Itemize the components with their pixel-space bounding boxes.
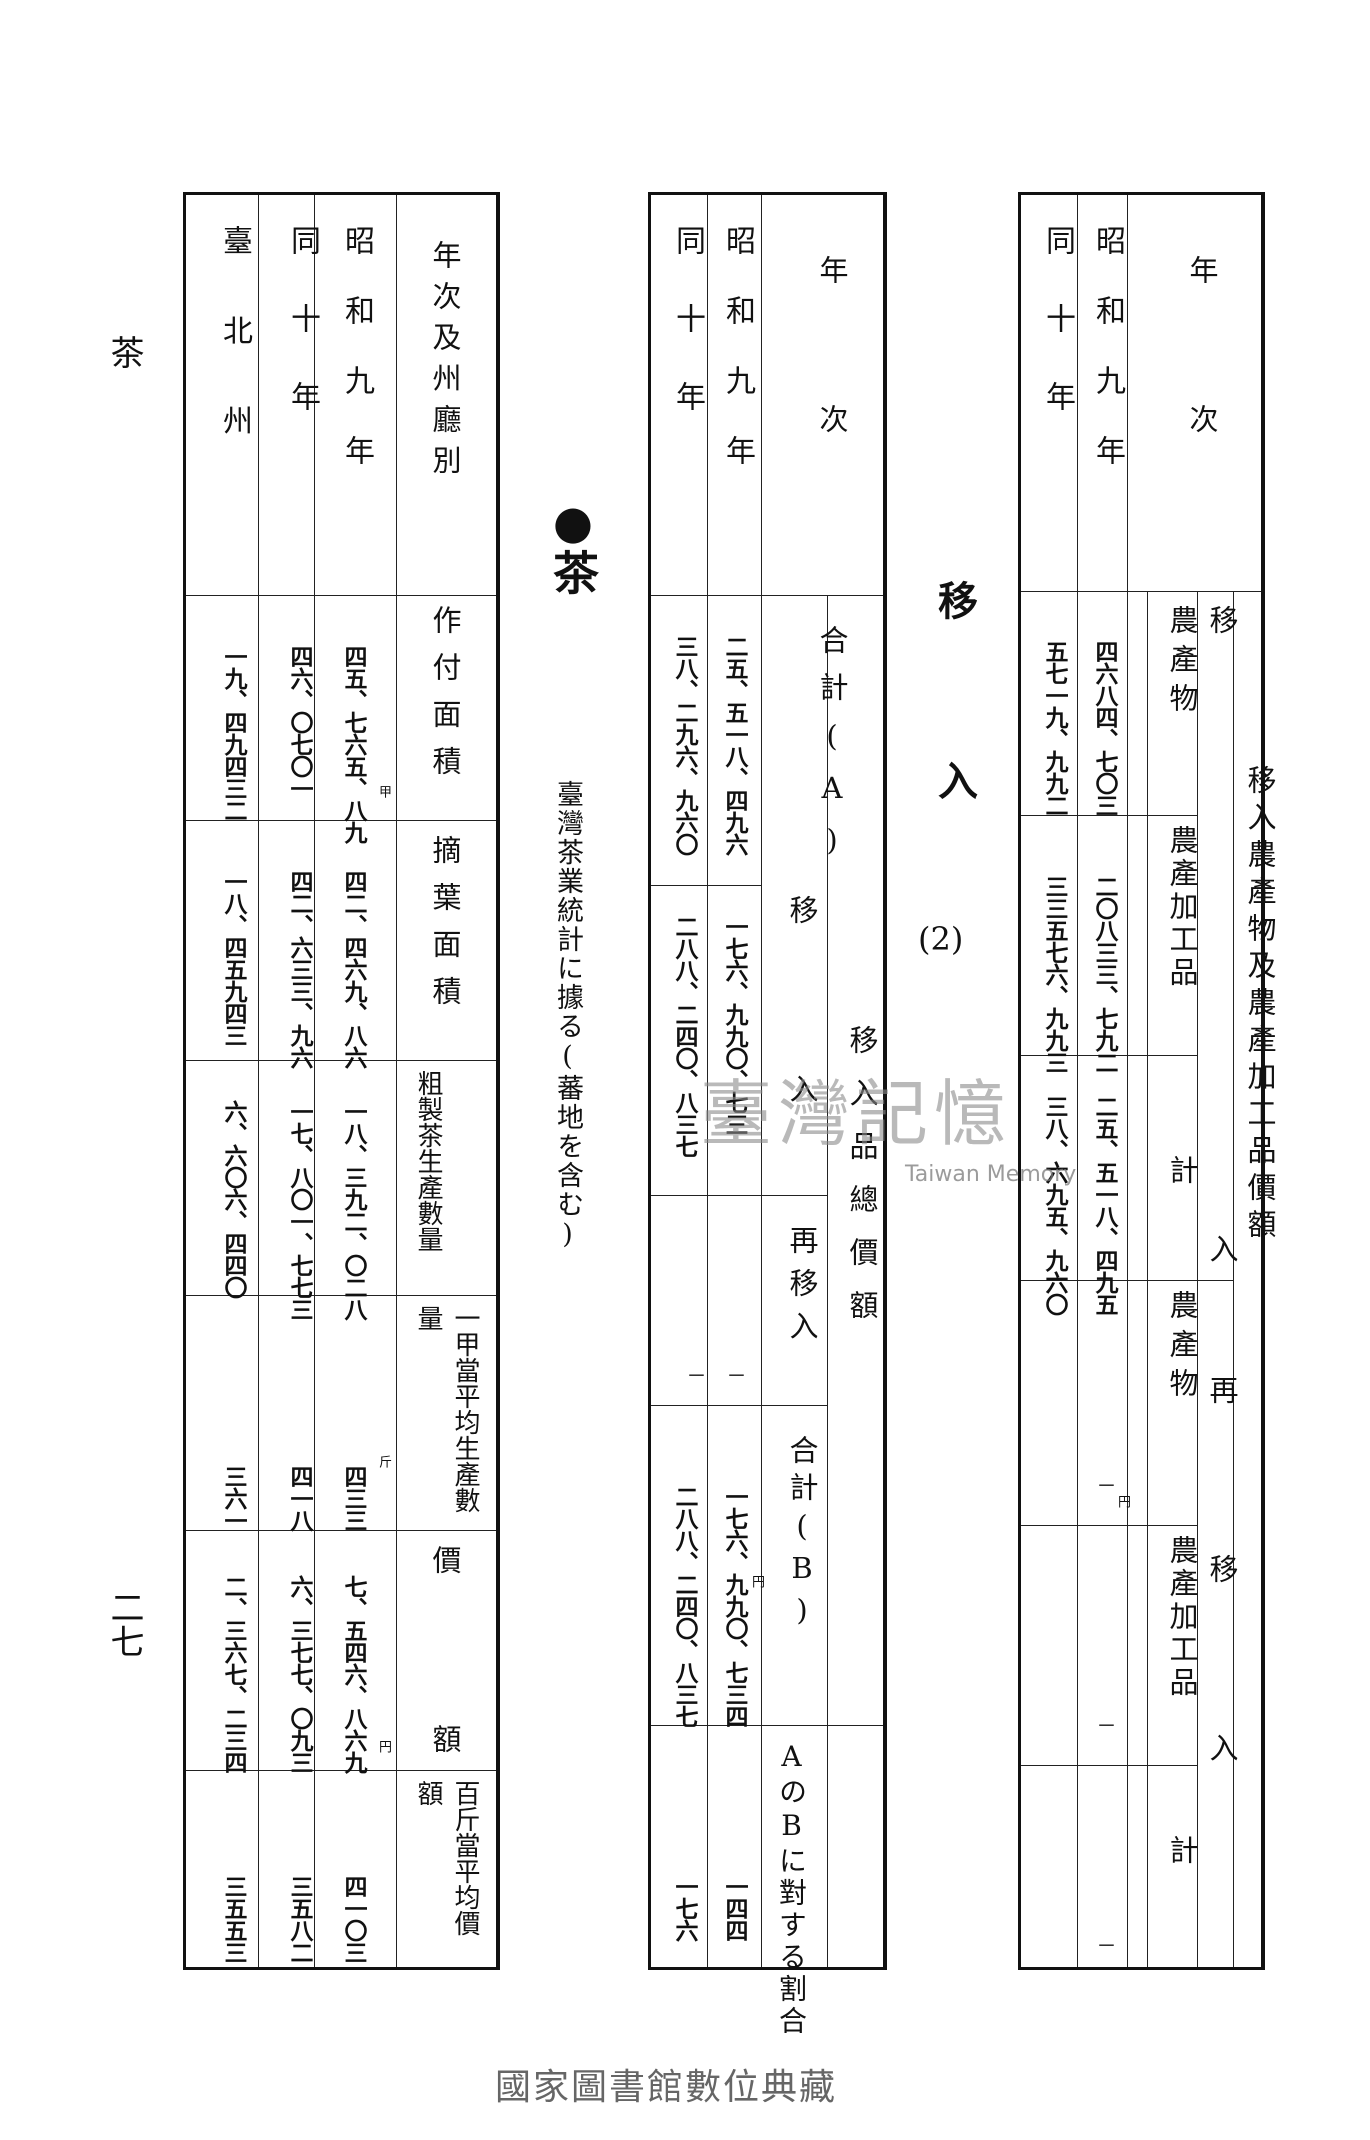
header-re-farm: 農產物 (1165, 1290, 1199, 1407)
row-name: 同十年 (285, 225, 320, 459)
cell-value: 七、五四六、八六九 (340, 1575, 366, 1773)
header-total: 計 (1165, 1155, 1199, 1194)
row-year: 昭和九年 (720, 225, 755, 505)
header-processed: 農產加工品 (1165, 825, 1199, 990)
row-year: 同十年 (670, 225, 705, 459)
header-farm: 農產物 (1165, 605, 1199, 722)
tea-note: 臺灣茶業統計に據る(蕃地を含む) (552, 780, 583, 1252)
header-year: 年次 (1185, 255, 1219, 553)
cell-value: 一七六、九九〇、七三四 (721, 1485, 747, 1727)
cell-value: 三五八二 (286, 1875, 312, 1963)
row-year: 同十年 (1040, 225, 1075, 459)
cell-dash: － (723, 1365, 747, 1385)
row-year: 昭和九年 (1090, 225, 1125, 505)
header-year: 年次 (815, 255, 849, 553)
tea-title: ●茶 (546, 495, 600, 595)
cell-value: 二五、五一八、四九五 (1091, 1095, 1117, 1315)
watermark-english: Taiwan Memory (905, 1162, 1077, 1187)
row-name: 臺北州 (217, 225, 252, 495)
header-re-total: 計 (1165, 1835, 1199, 1874)
header-import: 移入 (1205, 605, 1239, 1863)
unit-label: 円 (376, 1740, 391, 1753)
cell-value: 三五五三 (220, 1875, 246, 1963)
header-reimport: 再移入 (1205, 1375, 1239, 1912)
import-table: 年次 移入農產物及農產加工品價額 移入 農產物 農產加工品 計 再移入 農產物 … (1018, 192, 1277, 1970)
ratio-table: 年次 合計(A) 移入品總價額 移入 再移入 合計(B) AのBに對する割合 昭… (648, 192, 887, 2038)
footer-credit: 國家圖書館數位典藏 (495, 2067, 838, 2108)
cell-value: 一九、四九四三二 (220, 645, 246, 821)
section-title: 移入 (931, 580, 978, 940)
header-per-ko: 一甲當平均生產數量 (413, 1305, 480, 1513)
watermark-logo-text: 臺灣記憶 (700, 1072, 1013, 1156)
cell-value: 三八、六九五、九六〇 (1041, 1095, 1067, 1315)
page-number: 二七 (104, 1590, 144, 1658)
row-name: 昭和九年 (339, 225, 374, 505)
cell-value: 四二、四六九、八六 (340, 870, 366, 1068)
cell-value: 三三五七六、九九三 (1041, 875, 1067, 1073)
unit-label: 甲 (376, 785, 391, 798)
cell-value: 一七六、九九〇、七三 (721, 915, 747, 1135)
cell-value: 四一〇三 (340, 1875, 366, 1963)
unit-label: 円 (749, 1575, 764, 1588)
header-import: 移入 (785, 895, 819, 1253)
cell-value: 一七、八〇一、七七三 (286, 1100, 312, 1320)
cell-value: 二八八、二四〇、八三七 (671, 915, 697, 1157)
cell-value: 六、六〇六、四四〇 (220, 1100, 246, 1298)
cell-value: 四五、七六五、八九 (340, 645, 366, 843)
header-planted-area: 作付面積 (428, 605, 462, 793)
cell-value: 四二、六三三、九六 (286, 870, 312, 1068)
tea-table: 年次及州廳別 作付面積 摘葉面積 粗製茶生產數量 一甲當平均生產數量 價額 百斤… (183, 192, 500, 1970)
cell-dash: － (1093, 1715, 1117, 1735)
header-value: 價額 (428, 1545, 462, 1903)
unit-label: 斤 (376, 1455, 391, 1468)
cell-value: 一四四 (721, 1875, 747, 1941)
unit-label: 円 (1115, 1495, 1130, 1508)
cell-value: 四一八 (286, 1465, 312, 1531)
cell-value: 五七一九、九九二 (1041, 640, 1067, 816)
cell-value: 二五、五一八、四九六 (721, 635, 747, 855)
cell-value: 四六、〇七〇一 (286, 645, 312, 799)
cell-value: 三六一 (220, 1465, 246, 1531)
cell-dash: － (1093, 1475, 1117, 1495)
cell-value: 一七六 (671, 1875, 697, 1941)
cell-value: 四三三 (340, 1465, 366, 1531)
running-head: 茶 (104, 335, 144, 369)
section-subtitle: (2) (918, 920, 964, 958)
header-year-prefecture: 年次及州廳別 (428, 240, 462, 486)
header-reimport: 再移入 (785, 1225, 819, 1354)
cell-value: 四六八四、七〇三 (1091, 640, 1117, 816)
header-picked-area: 摘葉面積 (428, 835, 462, 1023)
header-crude-tea: 粗製茶生產數量 (413, 1070, 443, 1252)
cell-value: 二〇八三三、七九二 (1091, 875, 1117, 1073)
cell-value: 二八八、二四〇、八三七 (671, 1485, 697, 1727)
header-total-b: 合計(B) (785, 1435, 819, 1635)
cell-dash: － (1093, 1935, 1117, 1955)
header-import-total: 移入農產物及農產加工品價額 (1243, 765, 1277, 1246)
header-import-total: 移入品總價額 (845, 1025, 879, 1343)
header-re-processed: 農產加工品 (1165, 1535, 1199, 1700)
header-ratio: AのBに對する割合 (775, 1740, 808, 2038)
cell-value: 三八、二九六、九六〇 (671, 635, 697, 855)
cell-value: 一八、四五九四三 (220, 870, 246, 1046)
header-total-a: 合計(A) (815, 625, 849, 875)
cell-dash: － (683, 1365, 707, 1385)
cell-value: 六、三七七、〇九三 (286, 1575, 312, 1773)
header-per-100kin: 百斤當平均價額 (413, 1780, 480, 1936)
cell-value: 二、三六七、二三四 (220, 1575, 246, 1773)
cell-value: 一八、三九二、〇二八 (340, 1100, 366, 1320)
